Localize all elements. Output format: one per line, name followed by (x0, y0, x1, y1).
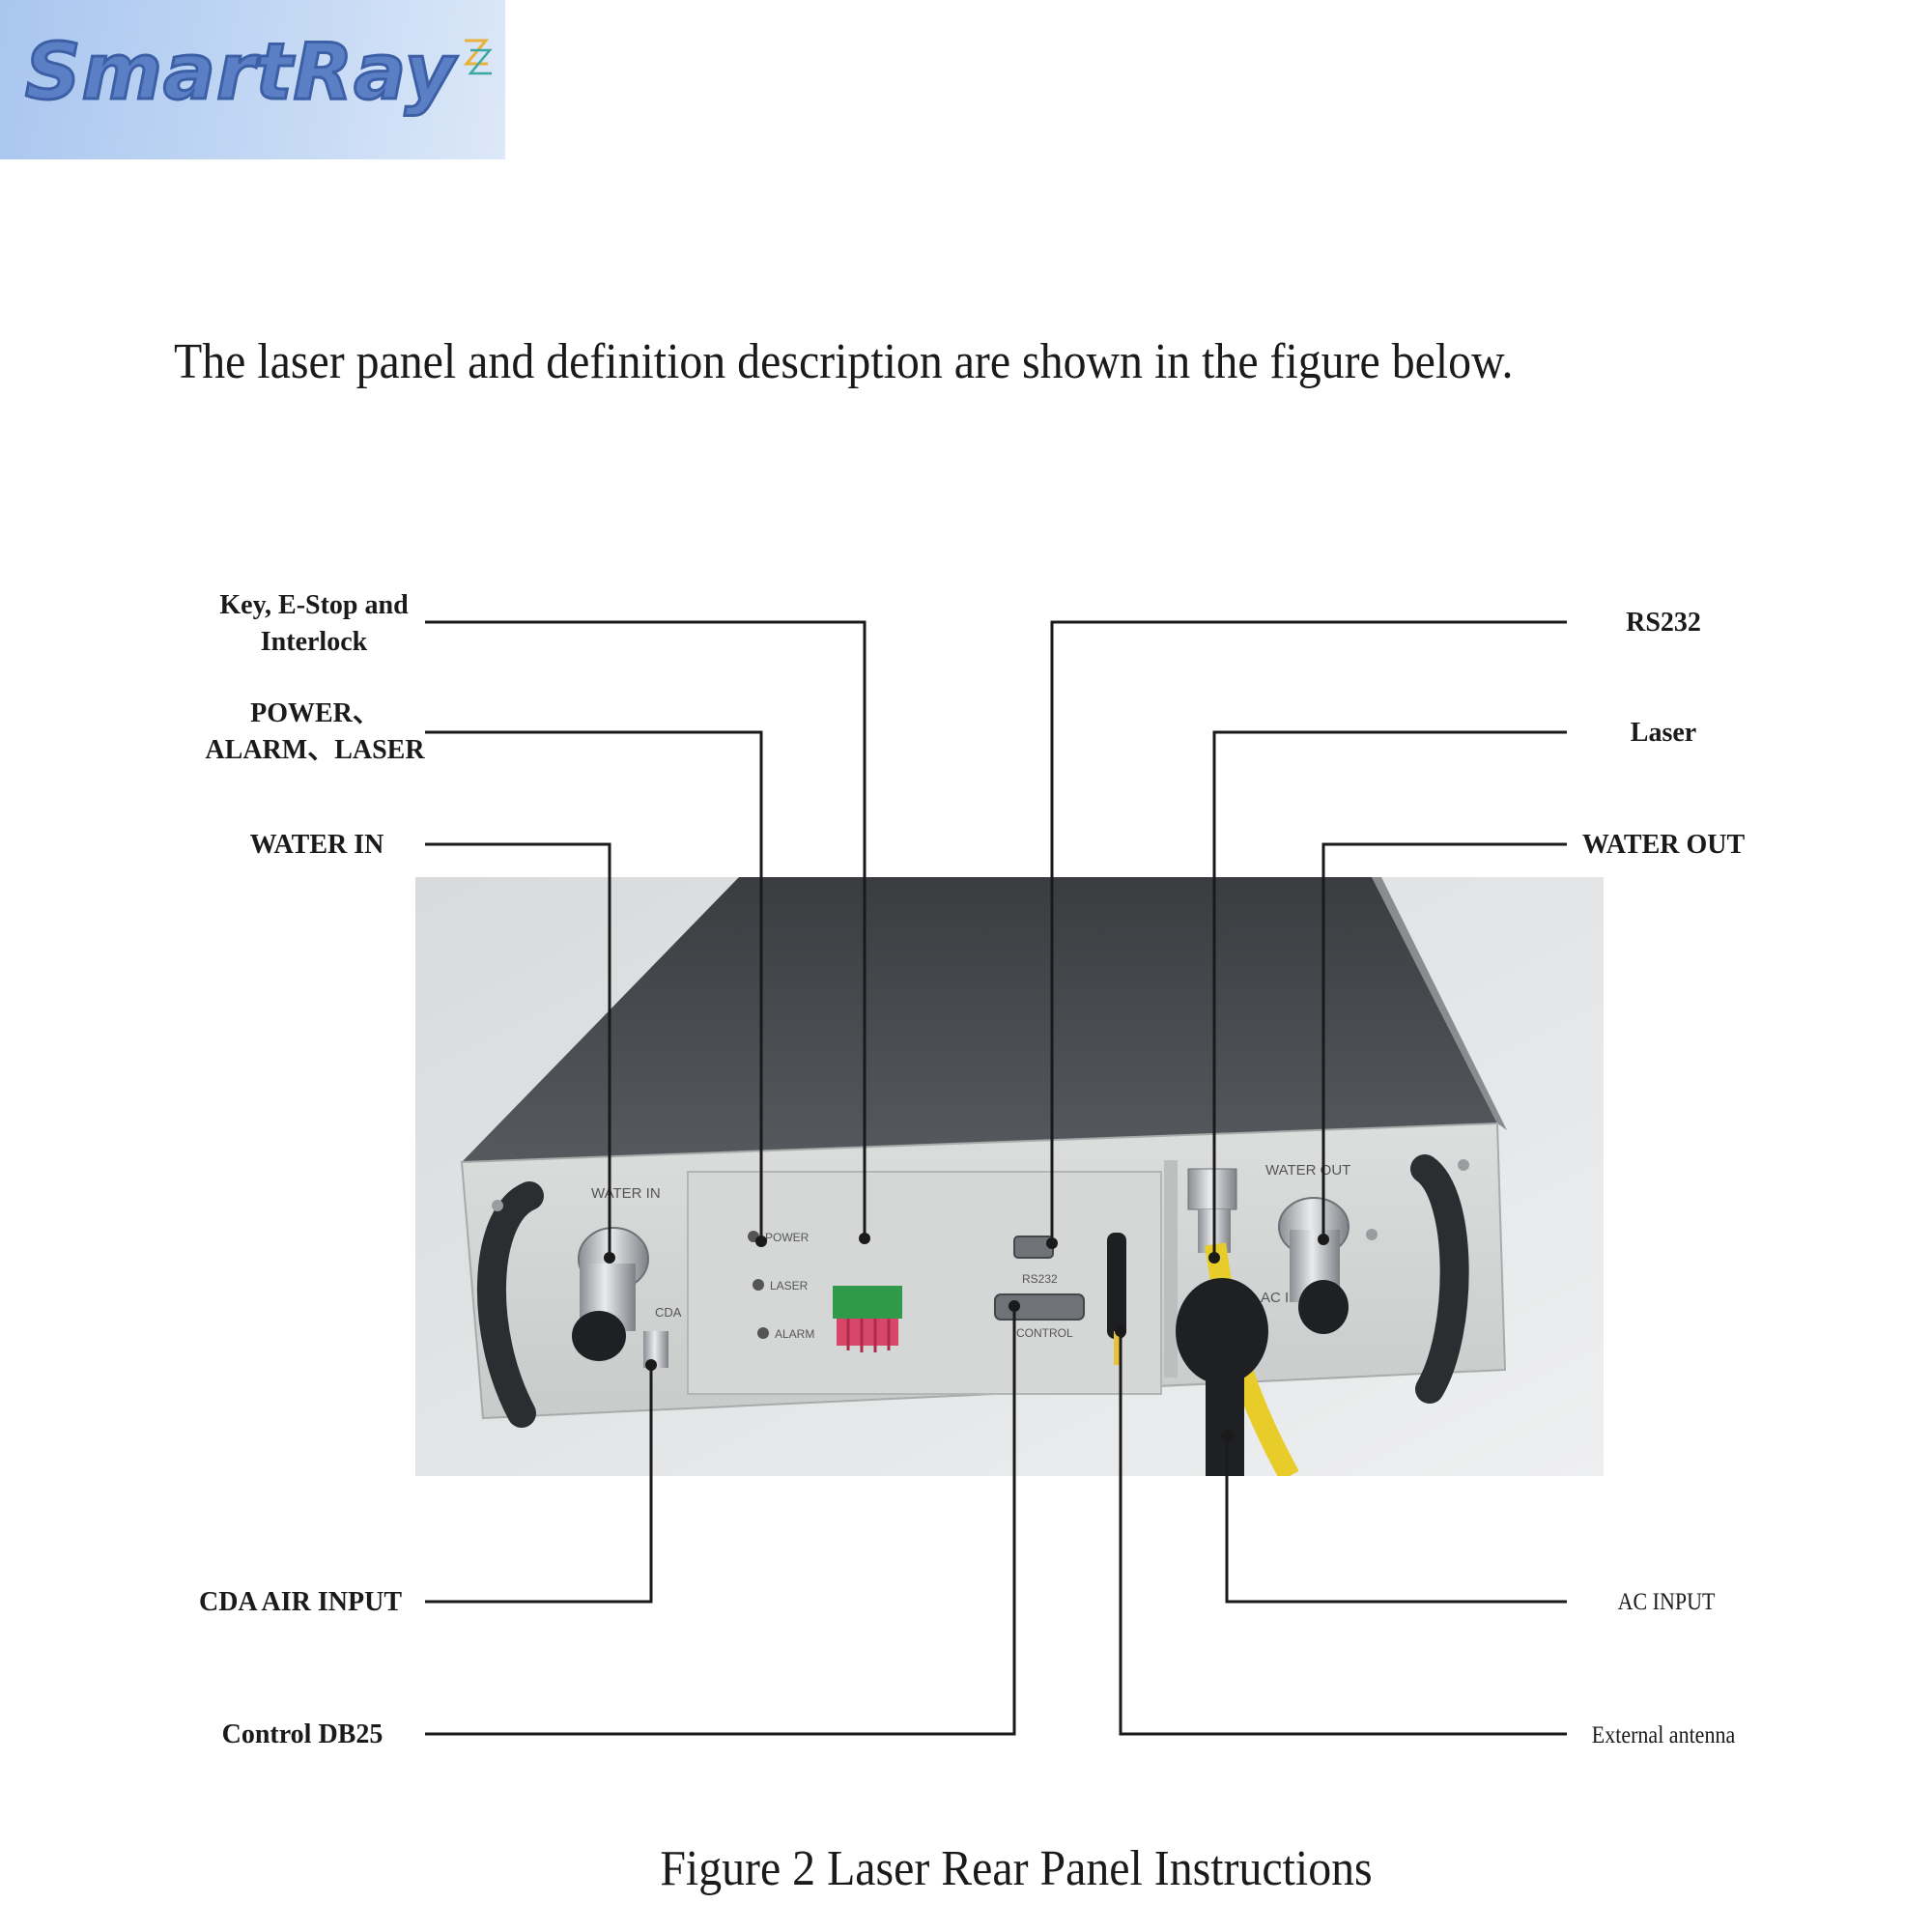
label-water-out: WATER OUT (1581, 830, 1746, 860)
label-water-in: WATER IN (249, 830, 384, 860)
panel-mark-cda: CDA (655, 1305, 682, 1320)
label-external-antenna: External antenna (1591, 1722, 1736, 1748)
logo-zz-icon (463, 39, 493, 75)
label-key-estop-interlock: Key, E-Stop and Interlock (219, 587, 408, 661)
panel-mark-alarm: ALARM (775, 1327, 814, 1341)
label-rs232: RS232 (1626, 608, 1701, 638)
panel-mark-laser: LASER (770, 1279, 809, 1293)
label-cda-air-input: CDA AIR INPUT (198, 1587, 403, 1617)
label-control-db25: Control DB25 (221, 1719, 384, 1749)
panel-mark-water-out: WATER OUT (1265, 1162, 1350, 1179)
label-power-alarm-laser: POWER、 ALARM、LASER (205, 696, 424, 769)
logo-banner: SmartRay (0, 0, 505, 159)
panel-mark-rs232: RS232 (1022, 1272, 1058, 1286)
panel-mark-control: CONTROL (1016, 1326, 1073, 1340)
label-power-alarm-laser-line: POWER、 ALARM、LASER (205, 698, 425, 765)
logo-wordmark: SmartRay (24, 26, 457, 119)
figure-caption: Figure 2 Laser Rear Panel Instructions (660, 1841, 1373, 1896)
label-laser: Laser (1630, 718, 1697, 748)
laser-rear-panel-photo: CDA WATER IN POWER LASER ALARM RS232 CON… (415, 877, 1604, 1476)
intro-text: The laser panel and definition descripti… (174, 334, 1514, 389)
label-key-estop-line: Key, E-Stop and Interlock (219, 590, 409, 657)
panel-mark-power: POWER (765, 1231, 810, 1244)
panel-mark-water-in: WATER IN (591, 1185, 661, 1202)
label-ac-input: AC INPUT (1617, 1589, 1716, 1615)
